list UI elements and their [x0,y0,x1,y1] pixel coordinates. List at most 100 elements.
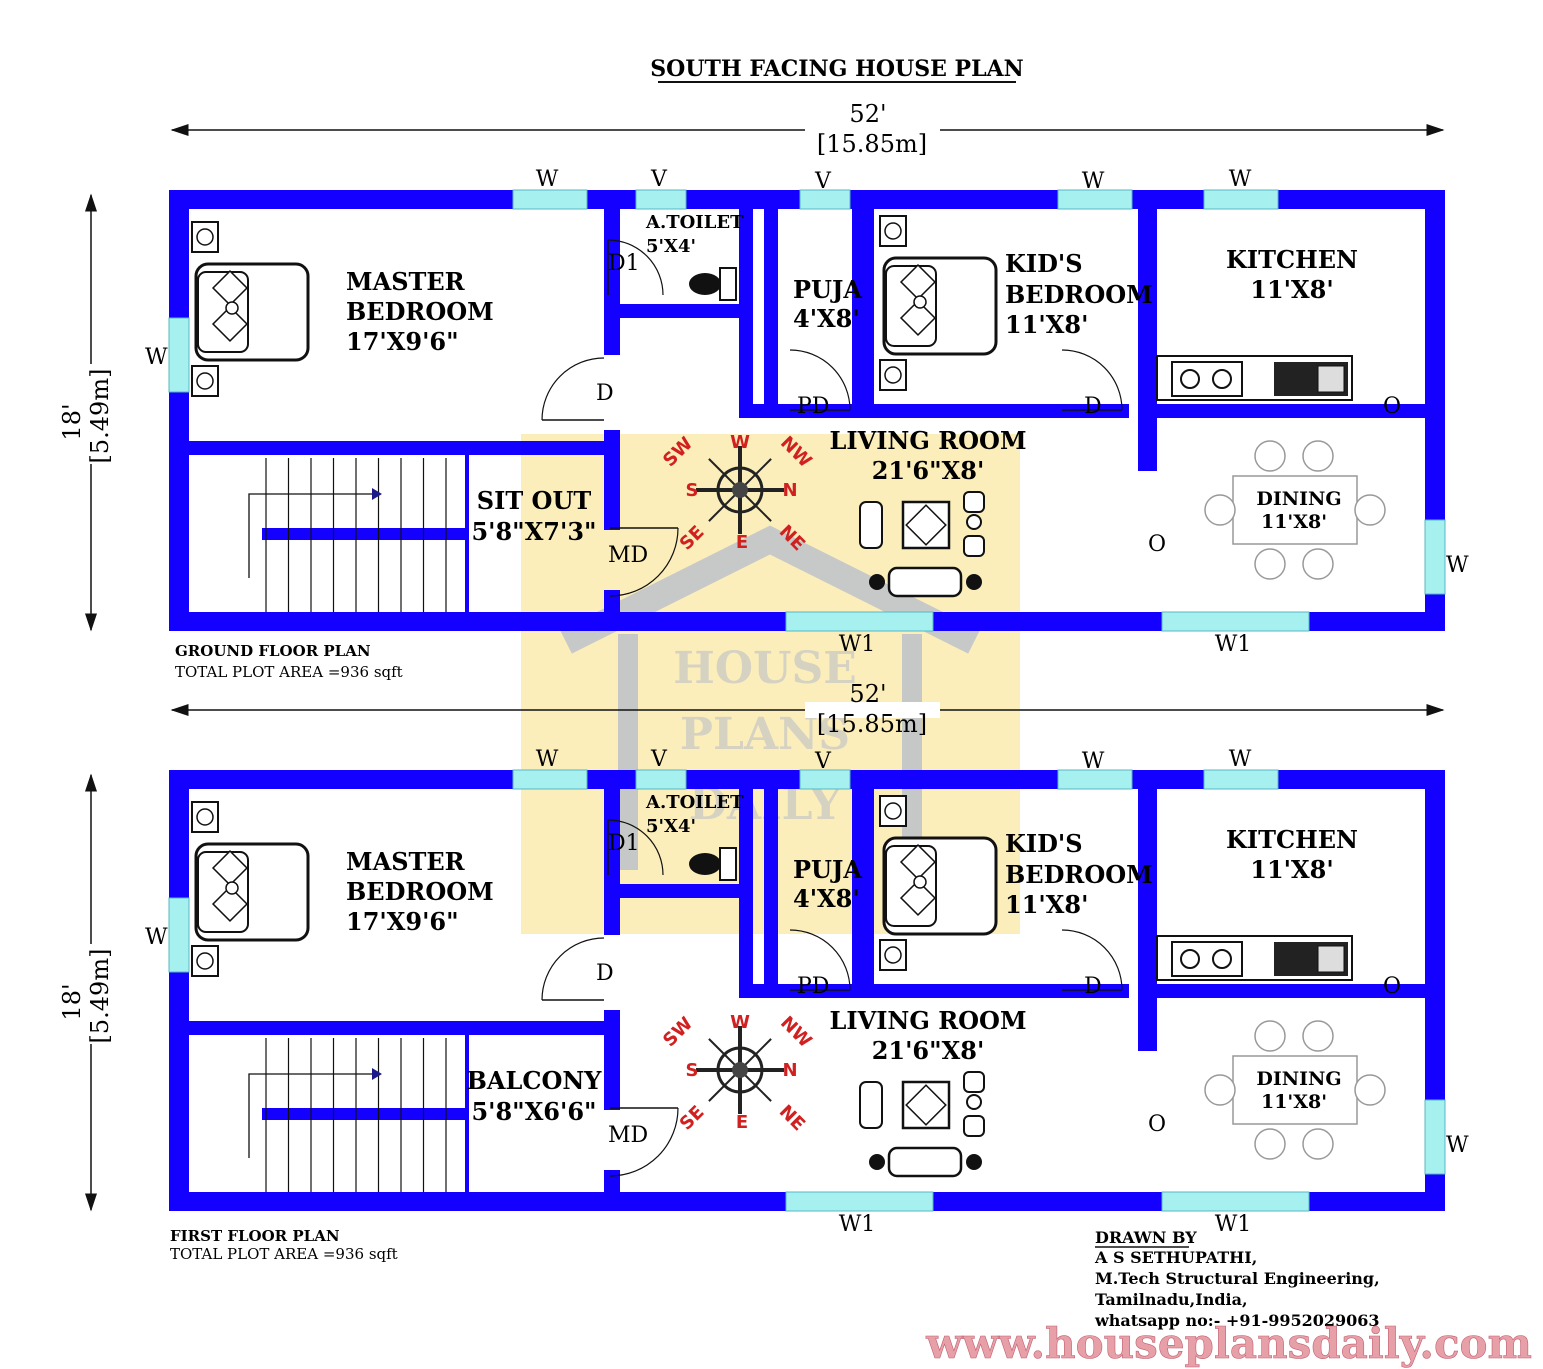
room-size: 5'X4' [646,816,696,837]
door-toilet [607,239,664,296]
credits-block: DRAWN BY A S SETHUPATHI, M.Tech Structur… [1094,1228,1380,1330]
door-main [609,527,679,597]
door-marker: D [1084,974,1102,999]
side-table [869,574,885,590]
room-name: LIVING ROOM [829,426,1026,455]
dining-chair [1204,1074,1236,1106]
credits-heading: DRAWN BY [1095,1228,1197,1247]
armchair [859,1081,883,1129]
door-kids [1061,929,1123,991]
compass-ring [716,1046,764,1094]
dining-table [1232,1055,1358,1125]
stair-arrow-head [372,1068,382,1080]
door-master [541,357,605,421]
door-marker: PD [797,394,829,419]
wall [739,404,1129,418]
height-dimension: 18' [58,983,86,1020]
room-size: 4'X8' [793,884,860,913]
window [785,1191,934,1212]
window-marker: W [1229,167,1252,192]
window-marker: W [145,925,168,950]
window [635,769,687,790]
dining-chair [1302,1128,1334,1160]
door-main [609,1107,679,1177]
dimension-gap [58,944,124,1044]
ground-floor-area: TOTAL PLOT AREA =936 sqft [175,663,403,681]
pillow-center [225,881,239,895]
room-size: 5'X4' [646,236,696,257]
height-dimension-metric: [5.49m] [86,369,114,464]
width-dimension-metric: [15.85m] [817,130,927,158]
room-size: 11'X8' [1005,890,1088,919]
chair [963,1115,985,1137]
wall [1138,789,1157,1051]
compass-center [732,1062,748,1078]
stair-arrow-head [372,488,382,500]
wall [169,441,620,455]
website-url: www.houseplansdaily.com [925,1319,1532,1368]
door-master [541,937,605,1001]
window [799,189,851,210]
room-name: SIT OUT [477,486,592,515]
door-arc [1061,929,1123,991]
coffee-table-pattern [905,1084,947,1126]
lamp [884,366,902,384]
pillow [899,263,937,301]
armchair [859,501,883,549]
wall [604,1170,620,1200]
room-size: 11'X8' [1261,1091,1327,1113]
door-arc [789,929,851,991]
nightstand [191,801,219,833]
compass-label: SW [659,1013,697,1051]
dining-chair [1354,494,1386,526]
window-marker: W [1082,749,1105,774]
wall [604,1010,620,1110]
room-name: PUJA [793,855,862,884]
side-table [966,1154,982,1170]
lamp [884,802,902,820]
wall [739,209,753,415]
door-arc [541,937,605,1001]
room-name: DINING [1256,488,1341,510]
stair-arrow-line [248,493,372,578]
vent-marker: V [650,167,668,192]
toilet-tank [719,847,737,881]
page-title: SOUTH FACING HOUSE PLAN [650,56,1023,82]
pillow-center [225,301,239,315]
sofa [887,566,963,598]
room-size: 5'8"X6'6" [471,1097,596,1126]
dining-chair [1254,1128,1286,1160]
wall [852,789,874,995]
dining-chair [1302,1020,1334,1052]
compass-label: NE [775,1101,809,1135]
wall [739,984,1129,998]
door-arc [609,1107,679,1177]
width-dimension-metric: [15.85m] [817,710,927,738]
chair [963,535,985,557]
living-furniture-icon [859,491,985,598]
room-name: MASTER [346,267,466,296]
compass-label: W [730,432,750,453]
room-name: KID'S [1005,249,1083,278]
dimension-gap [58,364,124,464]
door-puja [789,349,851,411]
room-name: BALCONY [467,1066,603,1095]
room-size: 17'X9'6" [346,327,459,356]
room-name: KITCHEN [1226,825,1358,854]
compass-label: S [686,1060,699,1081]
credits-line: A S SETHUPATHI, [1094,1248,1257,1267]
first-floor-title: FIRST FLOOR PLAN [170,1227,340,1245]
room-name: KITCHEN [1226,245,1358,274]
window [785,611,934,632]
wall [262,528,467,540]
wall [189,612,465,631]
burner [1180,949,1200,969]
room-size: 11'X8' [1261,511,1327,533]
opening-marker: O [1148,532,1166,557]
window [799,769,851,790]
compass-label: N [782,480,797,501]
pillow [899,843,937,881]
